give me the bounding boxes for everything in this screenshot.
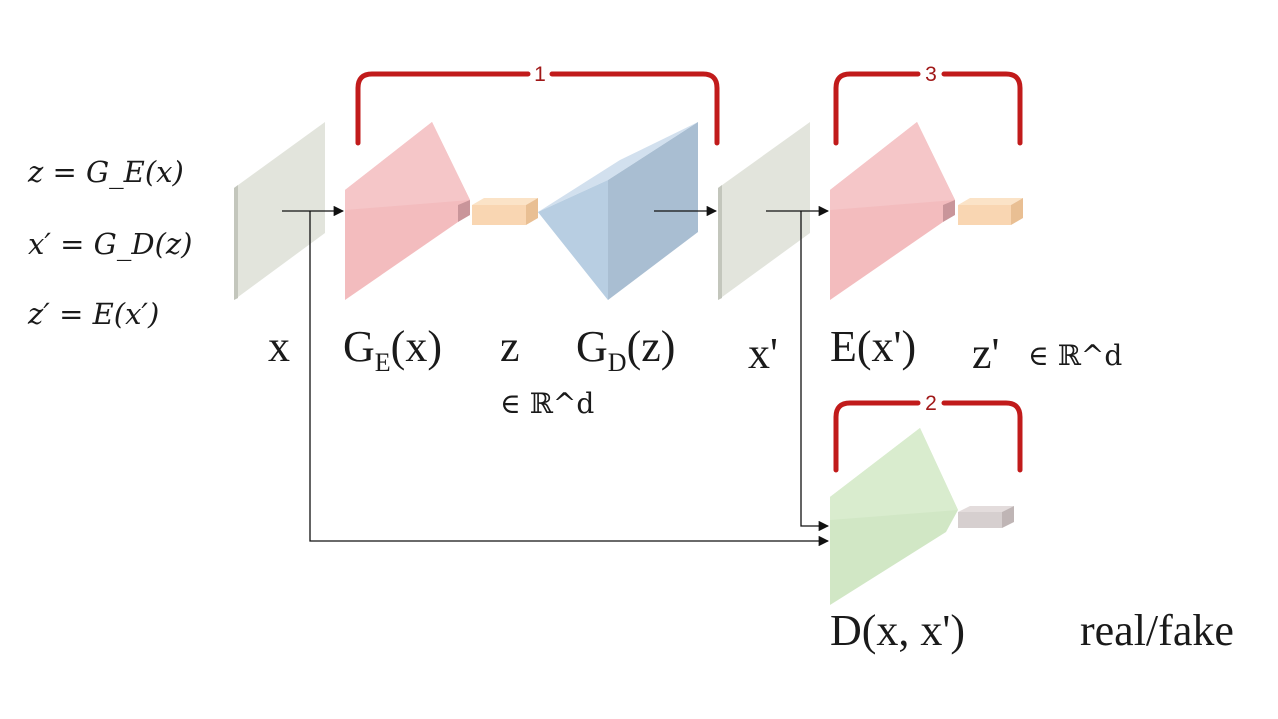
encoder-e-block: [830, 122, 955, 300]
equation-list: z = G_E(x) x′ = G_D(z) z′ = E(x′): [27, 155, 193, 331]
equation-encoder2: z′ = E(x′): [27, 297, 159, 331]
encoder-ge-block: [345, 122, 470, 300]
label-e-xprime: E(x'): [830, 322, 916, 371]
label-gd: GD(z): [576, 322, 675, 377]
label-xprime: x': [748, 329, 778, 378]
bracket-1: 1: [355, 63, 720, 146]
block-labels: x GE(x) z ∈ ℝ^d GD(z) x' E(x') z' ∈ ℝ^d …: [268, 322, 1234, 655]
label-z-space: ∈ ℝ^d: [500, 387, 594, 420]
equation-decoder: x′ = G_D(z): [28, 227, 193, 262]
discriminator-output-block: [958, 506, 1014, 528]
label-discriminator: D(x, x'): [830, 606, 965, 655]
input-image-x: [234, 122, 325, 300]
latent-zprime-block: [958, 198, 1023, 225]
label-zprime: z': [972, 329, 999, 378]
discriminator-block: [830, 428, 958, 605]
bracket-3: 3: [833, 63, 1023, 146]
label-ge: GE(x): [343, 322, 442, 377]
label-zprime-space: ∈ ℝ^d: [1028, 339, 1122, 372]
bracket-3-label: 3: [925, 63, 937, 86]
equation-encoder: z = G_E(x): [27, 155, 184, 190]
arrow-x-to-d: [309, 211, 830, 547]
bracket-2: 2: [833, 392, 1023, 473]
decoder-gd-block: [538, 122, 698, 300]
connection-arrows: [282, 205, 830, 547]
bracket-1-label: 1: [534, 63, 546, 86]
label-real-fake: real/fake: [1080, 606, 1234, 655]
latent-z-block: [472, 198, 538, 225]
reconstructed-image-xprime: [718, 122, 810, 300]
arrow-xprime-to-d: [800, 211, 830, 532]
bracket-2-label: 2: [925, 392, 937, 415]
label-z: z: [500, 322, 520, 371]
label-x: x: [268, 322, 290, 371]
